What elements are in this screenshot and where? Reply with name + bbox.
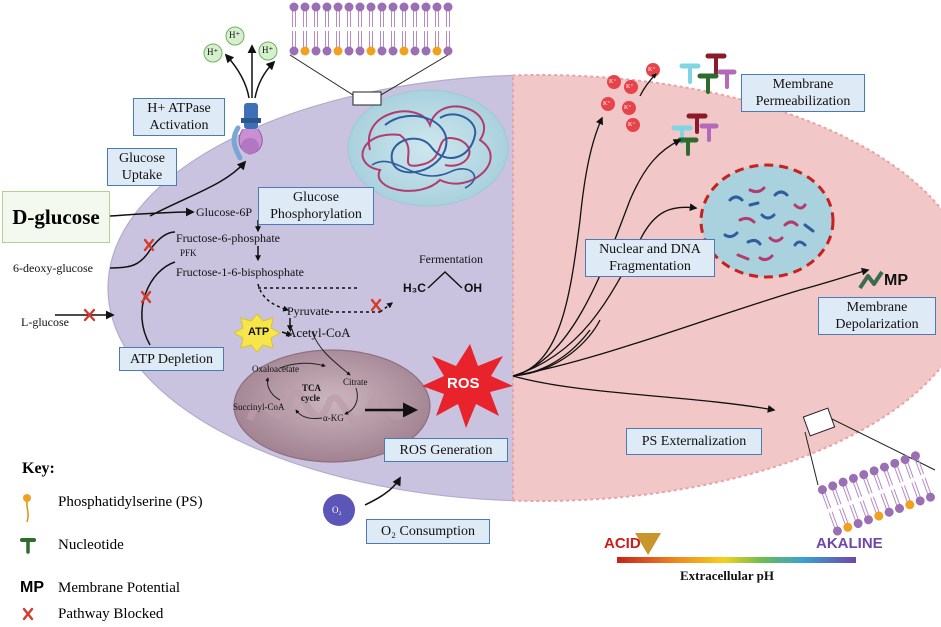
k-ion-label-4: K⁺ — [603, 101, 611, 107]
blocked-marks — [83, 238, 382, 322]
ph-title-label: Extracellular pH — [680, 568, 775, 583]
o2-consumption-box: O₂ Consumption — [366, 519, 490, 544]
ph-acid-label: ACID — [604, 535, 641, 552]
citrate-label: Citrate — [343, 377, 368, 387]
ros-label: ROS — [447, 375, 480, 392]
pathway-arrows — [55, 44, 418, 506]
k-ion-label-1: K⁺ — [609, 79, 617, 85]
fructose-16bp-label: Fructose-1-6-bisphosphate — [176, 265, 304, 279]
tca-cycle-line2: cycle — [301, 393, 320, 403]
atpase-transporter-icon — [231, 103, 263, 161]
atp-burst-icon — [232, 313, 282, 353]
oh-label: OH — [464, 281, 482, 295]
succinyl-coa-label: Succinyl-CoA — [233, 402, 285, 412]
x-icon-fermentation — [370, 298, 382, 312]
akg-label: α-KG — [323, 413, 344, 423]
k-ion-label-3: K⁺ — [648, 67, 656, 73]
nuclear-dna-fragmentation-box: Nuclear and DNA Fragmentation — [585, 239, 715, 277]
fermentation-label: Fermentation — [419, 252, 483, 266]
membrane-permeabilization-box: Membrane Permeabilization — [741, 74, 865, 112]
k-ion-label-6: K⁺ — [628, 122, 636, 128]
k-ions — [601, 63, 660, 132]
key-x-icon — [22, 607, 34, 621]
key-ps-label: Phosphatidylserine (PS) — [58, 494, 203, 510]
ph-alkaline-label: AKALINE — [816, 535, 883, 552]
mitochondrion-icon — [233, 349, 431, 463]
key-nucleotide-icon — [20, 538, 36, 554]
deoxy-glucose-label: 6-deoxy-glucose — [13, 261, 93, 275]
h-ions — [203, 26, 278, 63]
atp-label: ATP — [248, 326, 270, 338]
pyruvate-label: Pyruvate — [287, 304, 330, 318]
ph-marker-icon — [635, 533, 662, 555]
ros-generation-box: ROS Generation — [384, 438, 508, 462]
nucleus-intact-icon — [347, 89, 509, 207]
membrane-depolarization-box: Membrane Depolarization — [818, 297, 936, 335]
tca-cycle-line1: TCA — [302, 383, 322, 393]
glucose-6p-label: Glucose-6P — [196, 205, 252, 219]
h-ion-label-1: H⁺ — [229, 30, 241, 40]
h-atpase-activation-box: H+ ATPase Activation — [133, 98, 225, 136]
acetyl-coa-label: Acetyl-CoA — [287, 325, 351, 340]
key-nucleotide-label: Nucleotide — [58, 537, 124, 553]
o2-label: O₂ — [332, 505, 342, 515]
h-ion-label-2: H⁺ — [207, 47, 219, 57]
h3c-label: H₃C — [403, 281, 426, 295]
o2-molecule-icon — [323, 494, 355, 526]
membrane-zoom-top-icon — [289, 2, 453, 106]
glucose-uptake-box: Glucose Uptake — [107, 148, 177, 186]
k-ion-label-2: K⁺ — [626, 84, 634, 90]
key-mp-symbol: MP — [20, 579, 44, 596]
key-title: Key: — [22, 460, 55, 477]
x-icon-6deoxy — [143, 238, 155, 252]
ph-scale — [617, 533, 856, 563]
ps-externalization-box: PS Externalization — [626, 428, 762, 455]
glucose-phosphorylation-box: Glucose Phosphorylation — [258, 187, 374, 225]
key-mp-label: Membrane Potential — [58, 580, 181, 596]
tca-cycle-arrows — [265, 331, 358, 419]
membrane-potential-icon — [858, 270, 884, 290]
pfk-label: PFK — [180, 248, 197, 258]
atp-depletion-box: ATP Depletion — [119, 347, 224, 371]
ethanol-structure-icon — [427, 271, 463, 289]
h-ion-label-3: H⁺ — [262, 45, 274, 55]
key-blocked-label: Pathway Blocked — [58, 606, 164, 622]
x-icon-atp — [140, 290, 152, 304]
l-glucose-label: L-glucose — [21, 315, 69, 329]
nucleus-fragmented-icon — [699, 163, 835, 279]
nucleotides-icon — [671, 53, 737, 156]
k-ion-label-5: K⁺ — [624, 105, 632, 111]
key-ps-icon — [23, 494, 31, 523]
ros-burst-icon — [422, 344, 513, 428]
cell-cytoplasm-right — [513, 75, 941, 501]
d-glucose-box: D-glucose — [2, 191, 110, 243]
ph-gradient-bar — [617, 557, 856, 563]
mp-label: MP — [884, 272, 908, 289]
membrane-zoom-bottom-icon — [802, 407, 936, 536]
fructose-6p-label: Fructose-6-phosphate — [176, 231, 280, 245]
oxaloacetate-label: Oxaloacetate — [252, 364, 299, 374]
x-icon-lglucose — [83, 308, 96, 322]
